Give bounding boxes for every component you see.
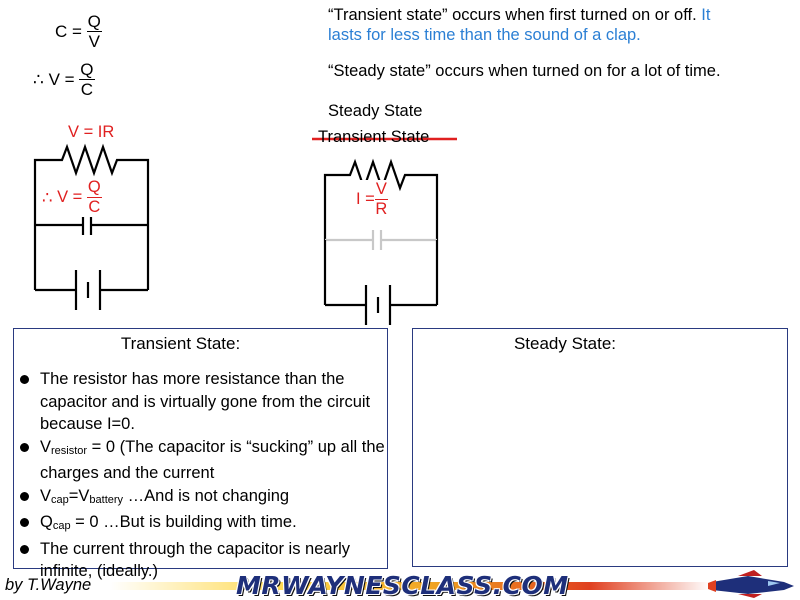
capacitance-fraction: Q V xyxy=(86,12,102,51)
list-item: The resistor has more resistance than th… xyxy=(16,368,387,436)
voltage-formula: ∴ V = Q C xyxy=(33,60,95,99)
left-voltage-fraction: Q C xyxy=(86,178,102,216)
steady-note: “Steady state” occurs when turned on for… xyxy=(328,62,721,80)
transient-note: “Transient state” occurs when first turn… xyxy=(328,6,711,44)
transient-state-label: Transient State xyxy=(318,128,430,146)
bullet-icon xyxy=(20,442,29,452)
bullet-icon xyxy=(20,491,29,501)
current-fraction: V R xyxy=(374,180,388,218)
footer-stripe xyxy=(110,582,710,590)
list-item: Vcap=Vbattery …And is not changing xyxy=(16,485,387,512)
left-voltage-formula: ∴ V = Q C xyxy=(42,178,102,217)
circuit-diagrams xyxy=(33,137,457,325)
ohms-law-label: V = IR xyxy=(68,123,115,141)
voltage-fraction: Q C xyxy=(79,60,95,99)
bullet-icon xyxy=(20,518,29,527)
transient-box-title: Transient State: xyxy=(120,334,241,353)
right-resistor xyxy=(323,158,439,240)
bullet-icon xyxy=(20,375,29,384)
left-resistor xyxy=(33,143,150,225)
rocket-icon xyxy=(708,570,794,598)
steady-state-label: Steady State xyxy=(328,102,423,120)
transient-bullet-list: The resistor has more resistance than th… xyxy=(14,368,387,583)
bullet-icon xyxy=(20,544,29,554)
steady-state-box: Steady State: xyxy=(412,328,788,567)
transient-state-box: Transient State: The resistor has more r… xyxy=(13,328,388,580)
list-item: Vresistor = 0 (The capacitor is “sucking… xyxy=(16,436,387,485)
list-item: The current through the capacitor is nea… xyxy=(16,538,387,583)
left-circuit xyxy=(33,143,150,310)
current-formula: I = V R xyxy=(356,180,388,219)
capacitance-formula: C = Q V xyxy=(55,12,102,51)
steady-box-title: Steady State: xyxy=(513,334,617,353)
site-logo[interactable]: MRWAYNESCLASS.COM xyxy=(236,571,569,600)
author-credit: by T.Wayne xyxy=(5,576,92,594)
list-item: Qcap = 0 …But is building with time. xyxy=(16,511,387,538)
right-circuit xyxy=(323,158,439,325)
